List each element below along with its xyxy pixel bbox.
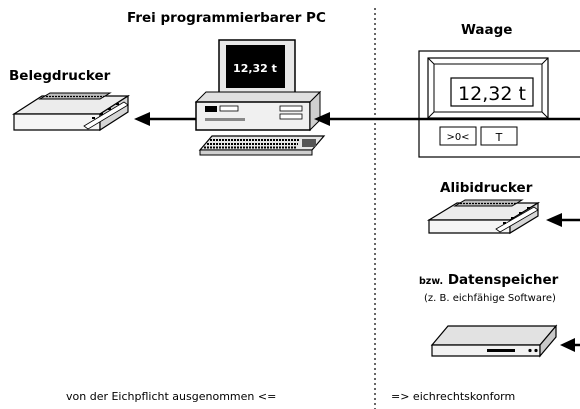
scale-title: Waage — [461, 22, 513, 38]
receipt-printer-icon — [11, 92, 131, 132]
arrowhead-alibi-printer — [546, 213, 562, 227]
data-storage-note: (z. B. eichfähige Software) — [424, 293, 556, 304]
scale-icon: 12,32 t >0< T — [418, 50, 580, 158]
arrowhead-pc — [314, 112, 330, 126]
exempt-caption: von der Eichpflicht ausgenommen <= — [66, 390, 277, 403]
data-storage-icon — [430, 324, 558, 358]
arrowhead-receipt-printer — [134, 112, 150, 126]
pc-icon: 12,32 t — [194, 39, 326, 156]
receipt-printer-title: Belegdrucker — [9, 68, 111, 84]
tare-button-label: T — [495, 131, 503, 144]
data-storage-prefix: bzw. — [419, 276, 444, 287]
connection-arrows — [134, 112, 580, 352]
data-storage-title: bzw. Datenspeicher — [419, 272, 558, 288]
alibi-printer-title: Alibidrucker — [440, 180, 533, 196]
pc-title: Frei programmierbarer PC — [127, 10, 326, 26]
data-storage-label: Datenspeicher — [447, 272, 559, 288]
zero-button-label: >0< — [446, 132, 469, 143]
alibi-printer-icon — [426, 199, 541, 235]
arrowhead-data-storage — [560, 338, 575, 352]
scale-display-readout: 12,32 t — [458, 83, 526, 105]
pc-screen-readout: 12,32 t — [233, 62, 277, 75]
compliant-caption: => eichrechtskonform — [391, 390, 516, 403]
